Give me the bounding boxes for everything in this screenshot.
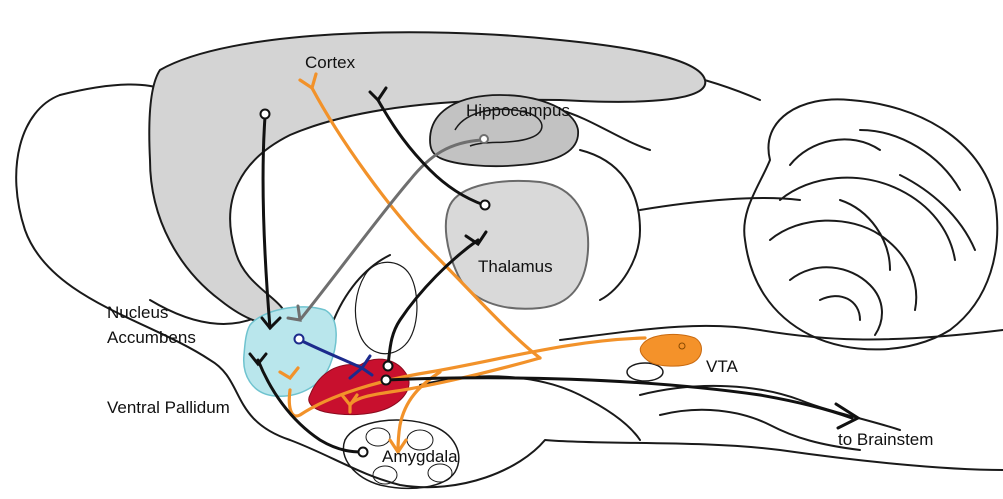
amygdala-cell-body — [359, 448, 368, 457]
brainstem-upper-outline — [640, 198, 800, 210]
pallidum-to-brainstem-black-pathway — [386, 378, 852, 418]
hippocampus-label: Hippocampus — [466, 101, 570, 120]
pons-outline — [640, 386, 900, 430]
ventral-striatum-outline — [330, 255, 390, 330]
nucleus-accumbens-label-line2: Accumbens — [107, 328, 196, 347]
amygdala-nucleus-3 — [428, 464, 452, 482]
accumbens-blue-cell-body — [295, 335, 304, 344]
vta-cell-body — [679, 343, 685, 349]
amygdala-label: Amygdala — [382, 447, 458, 466]
vta-label: VTA — [706, 357, 738, 376]
cerebellum-folia — [770, 130, 975, 335]
cortex-accumbens-cell-body — [261, 110, 270, 119]
amygdala-nucleus-1 — [366, 428, 390, 446]
thalamus-label: Thalamus — [478, 257, 553, 276]
to-brainstem-label: to Brainstem — [838, 430, 933, 449]
pallidum-brainstem-cell-body — [382, 376, 391, 385]
nucleus-accumbens-label-line1: Nucleus — [107, 303, 168, 322]
olfactory-outline — [60, 85, 165, 95]
midbrain-outline — [580, 150, 640, 300]
pallidum-thalamic-cell-body — [384, 362, 393, 371]
mammillary-body — [627, 363, 663, 381]
hypothalamus-outline — [420, 376, 640, 440]
ventral-pallidum-label: Ventral Pallidum — [107, 398, 230, 417]
cortex-label: Cortex — [305, 53, 356, 72]
thalamus-cell-body — [481, 201, 490, 210]
vta-region — [640, 334, 701, 366]
hippocampus-gray-cell-body — [480, 135, 488, 143]
